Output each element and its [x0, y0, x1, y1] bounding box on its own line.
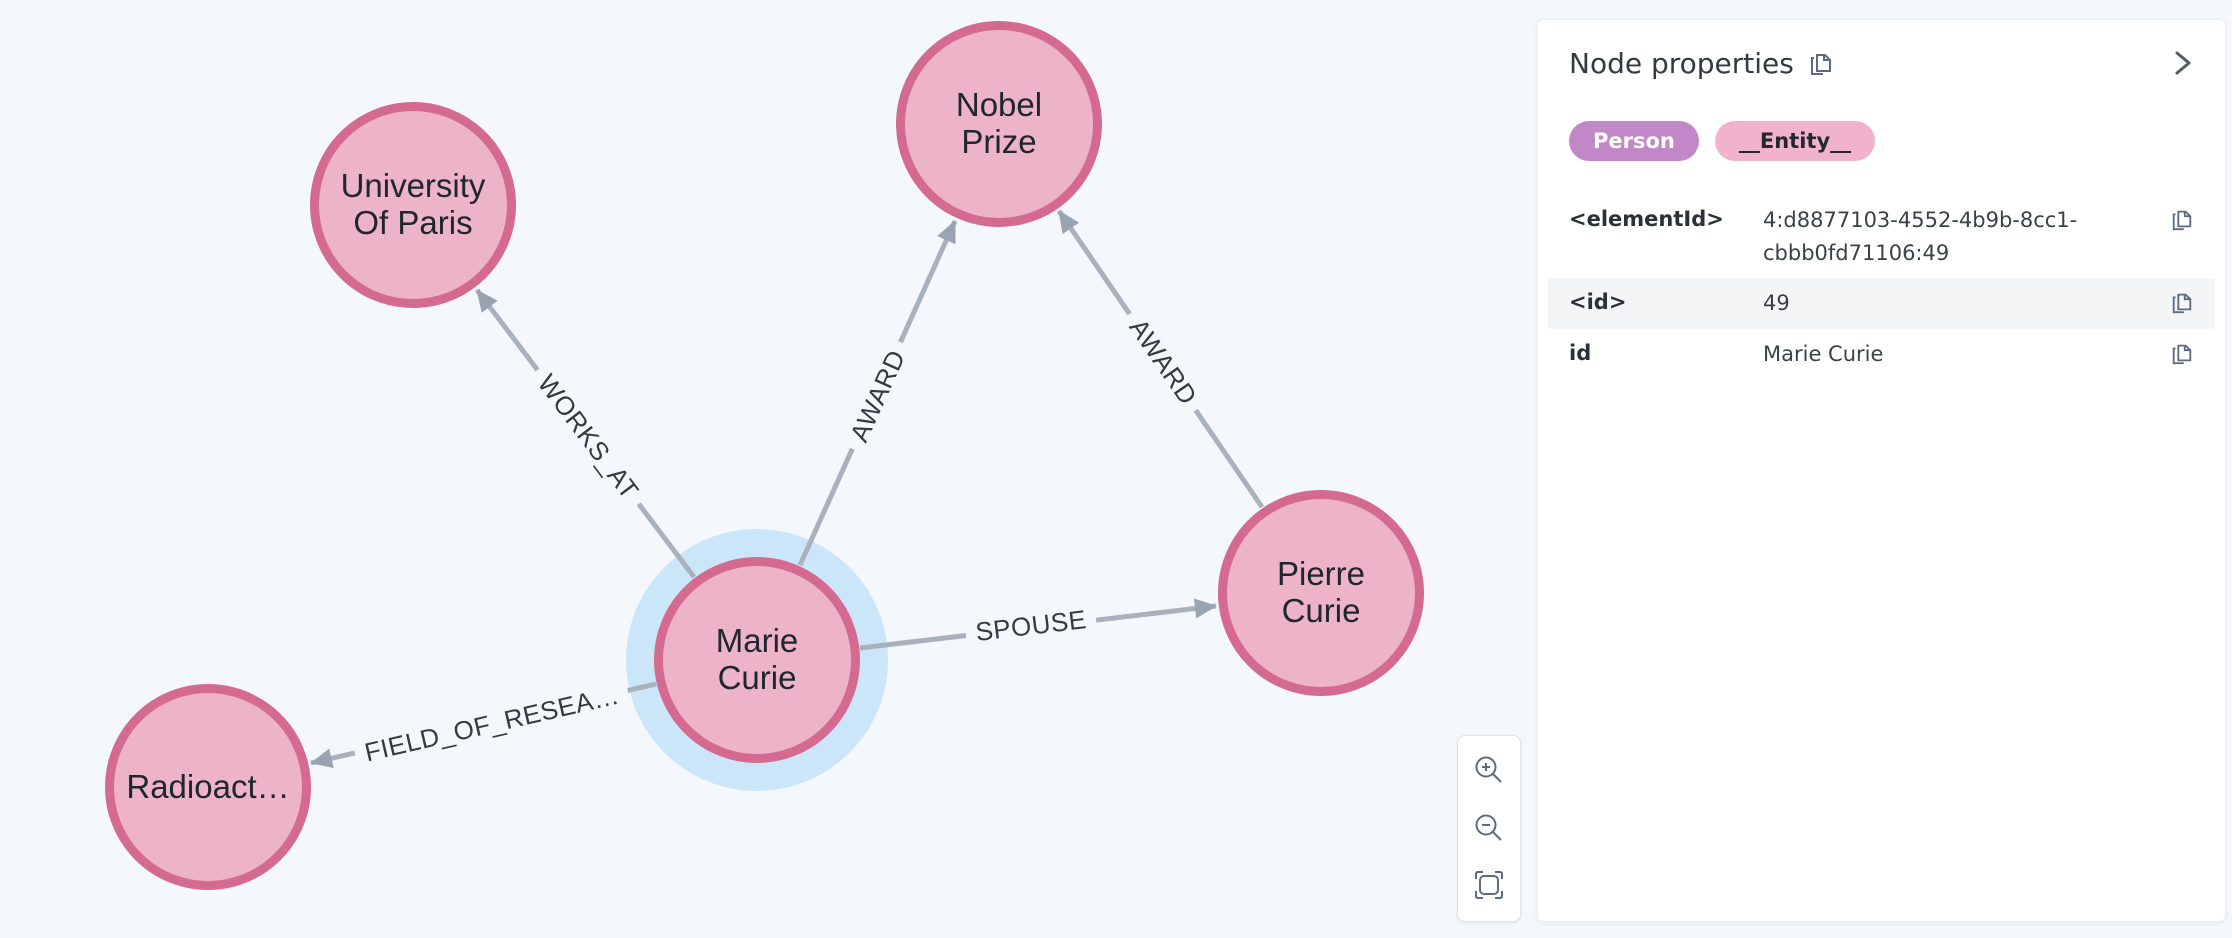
- node-label: University Of Paris: [340, 167, 486, 241]
- graph-node-radioactivity[interactable]: Radioact…: [105, 684, 311, 890]
- property-value: 4:d8877103-4552-4b9b-8cc1-cbbb0fd71106:4…: [1763, 208, 2078, 265]
- copy-icon: [2172, 210, 2192, 231]
- property-key: id: [1569, 340, 1592, 365]
- label-badge-person[interactable]: Person: [1569, 121, 1699, 161]
- fit-to-screen-button[interactable]: [1471, 867, 1507, 903]
- node-label: Nobel Prize: [955, 86, 1043, 160]
- panel-header: Node properties: [1538, 20, 2225, 84]
- property-row-elementid: <elementId> 4:d8877103-4552-4b9b-8cc1-cb…: [1548, 195, 2215, 278]
- panel-title: Node properties: [1569, 46, 1794, 80]
- copy-icon: [2172, 344, 2192, 364]
- node-label: Marie Curie: [715, 622, 799, 696]
- node-label: Pierre Curie: [1276, 555, 1366, 629]
- graph-node-nobel-prize[interactable]: Nobel Prize: [896, 21, 1102, 227]
- graph-node-university-of-paris[interactable]: University Of Paris: [310, 102, 516, 308]
- property-value: 49: [1763, 291, 1790, 316]
- zoom-in-button[interactable]: [1471, 752, 1507, 788]
- copy-property-button[interactable]: [2170, 287, 2194, 315]
- fit-to-screen-icon: [1475, 871, 1503, 899]
- property-row-id: id Marie Curie: [1548, 329, 2215, 380]
- collapse-panel-button[interactable]: [2167, 42, 2199, 84]
- copy-property-button[interactable]: [2170, 338, 2194, 366]
- chevron-right-icon: [2175, 51, 2191, 75]
- property-value: Marie Curie: [1763, 341, 1884, 366]
- property-row-id-internal: <id> 49: [1548, 278, 2215, 329]
- node-properties-panel: Node properties Person __Entity__ <eleme…: [1537, 19, 2226, 922]
- label-badge-entity[interactable]: __Entity__: [1714, 121, 1876, 161]
- zoom-out-button[interactable]: [1471, 810, 1507, 846]
- zoom-toolbar: [1457, 735, 1521, 922]
- zoom-out-icon: [1475, 814, 1502, 841]
- copy-all-properties-button[interactable]: [1808, 49, 1834, 77]
- copy-property-button[interactable]: [2170, 204, 2194, 232]
- property-key: <id>: [1569, 290, 1627, 315]
- graph-node-pierre-curie[interactable]: Pierre Curie: [1218, 490, 1424, 696]
- property-key: <elementId>: [1569, 207, 1724, 231]
- node-label: Radioact…: [126, 767, 290, 805]
- copy-icon: [2172, 293, 2192, 314]
- properties-table: <elementId> 4:d8877103-4552-4b9b-8cc1-cb…: [1538, 195, 2225, 379]
- node-label-badges: Person __Entity__: [1538, 121, 2225, 161]
- copy-icon: [1810, 54, 1831, 75]
- graph-node-marie-curie-selected[interactable]: Marie Curie: [654, 557, 860, 763]
- zoom-in-icon: [1475, 756, 1502, 783]
